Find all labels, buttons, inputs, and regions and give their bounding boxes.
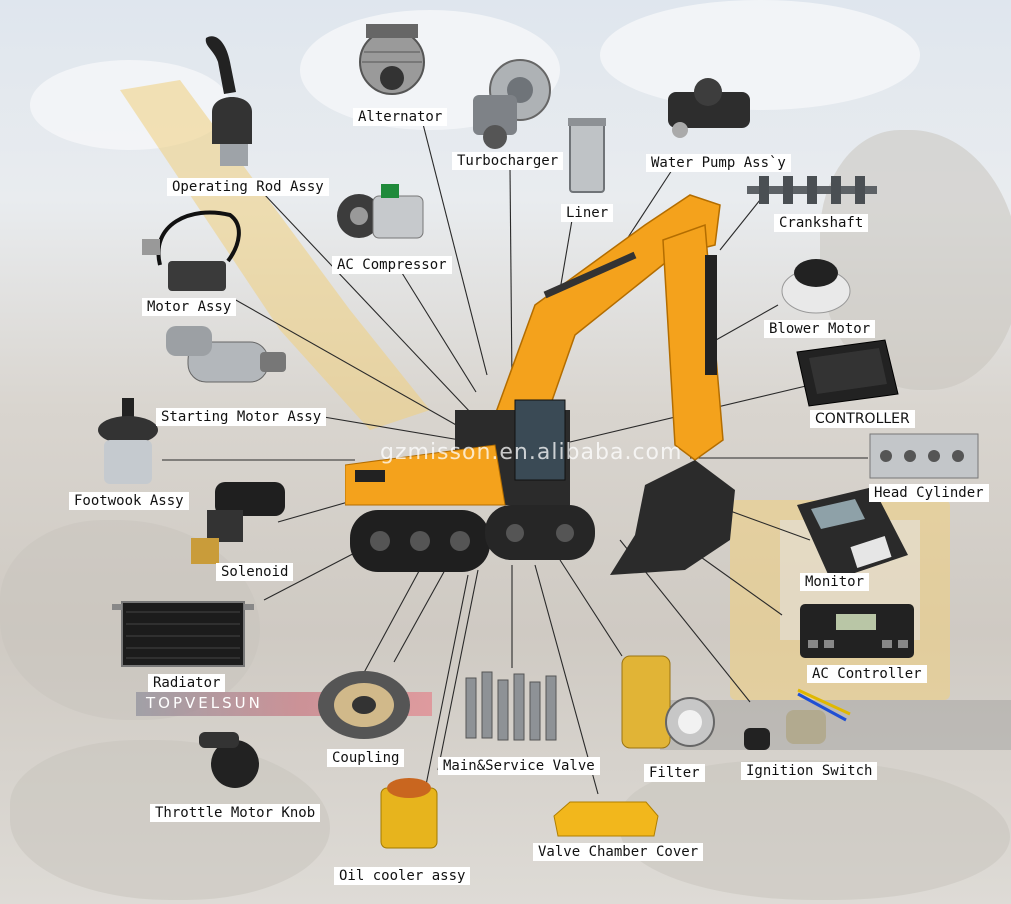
monitor-icon [797,487,908,581]
label-filter: Filter [644,764,705,782]
compressor-icon [337,184,424,239]
label-oil-cooler: Oil cooler assy [334,867,471,885]
label-monitor: Monitor [800,573,870,591]
filter-icon [621,655,715,749]
controller-icon [796,339,899,407]
label-starting-motor: Starting Motor Assy [156,408,327,426]
background-excavator-icon [120,80,430,430]
label-alternator: Alternator [353,108,448,126]
label-operating-rod: Operating Rod Assy [167,178,329,196]
ac-controller-icon [800,604,914,658]
label-radiator: Radiator [148,674,226,692]
solenoid-icon [191,482,285,564]
brand-name: TOPVELSUN [146,694,263,712]
label-solenoid: Solenoid [216,563,294,581]
water-pump-icon [668,78,750,138]
blower-motor-icon [781,259,851,314]
label-head-cylinder: Head Cylinder [869,484,989,502]
label-ac-controller: AC Controller [807,665,927,683]
valve-cover-icon [553,801,659,837]
throttle-knob-icon [199,732,259,788]
radiator-icon [112,601,254,667]
joystick-icon [205,36,252,166]
label-ignition-switch: Ignition Switch [741,762,878,780]
alternator-icon [359,24,425,95]
label-main-service-valve: Main&Service Valve [438,757,600,775]
label-water-pump: Water Pump Ass`y [646,154,791,172]
coupling-icon [318,671,410,739]
label-footwook: Footwook Assy [69,492,189,510]
crankshaft-icon [747,176,877,204]
head-cylinder-icon [869,433,979,479]
label-controller: CONTROLLER [810,410,915,428]
oil-cooler-icon [380,778,438,849]
footwook-icon [98,398,158,484]
ignition-switch-icon [744,688,851,750]
label-liner: Liner [561,204,614,222]
turbocharger-icon [473,59,551,149]
cloud [600,0,920,110]
label-blower-motor: Blower Motor [764,320,876,338]
excavator-icon [345,194,735,575]
label-motor-assy: Motor Assy [142,298,237,316]
label-valve-chamber-cover: Valve Chamber Cover [533,843,704,861]
label-turbocharger: Turbocharger [452,152,564,170]
valve-icon [465,671,557,741]
motor-assy-icon [142,210,241,291]
label-crankshaft: Crankshaft [774,214,869,232]
liner-icon [568,118,606,193]
starter-motor-icon [166,326,286,383]
watermark: gzmisson.en.alibaba.com [380,440,683,465]
label-ac-compressor: AC Compressor [332,256,452,274]
label-coupling: Coupling [327,749,405,767]
rock [620,760,1010,900]
label-throttle-motor-knob: Throttle Motor Knob [150,804,321,822]
